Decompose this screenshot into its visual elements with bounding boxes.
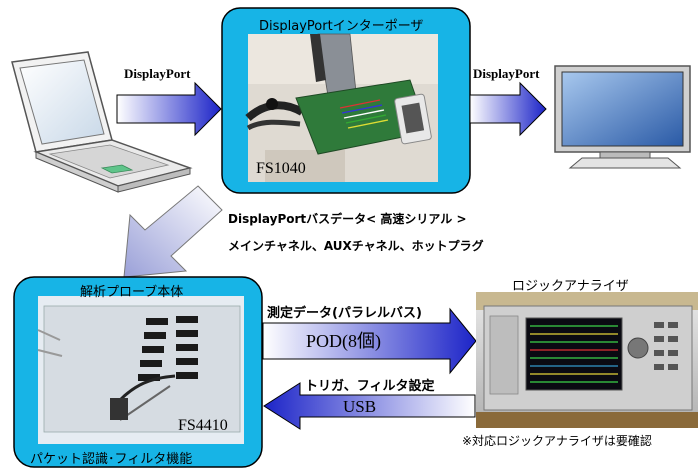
interposer-photo: [245, 33, 438, 182]
arrow-interposer-to-monitor: [469, 81, 547, 137]
analyzer-note: ※対応ロジックアナライザは要確認: [462, 434, 652, 448]
link-label-laptop: DisplayPort: [124, 66, 191, 81]
arrow-laptop-to-interposer: [116, 81, 222, 137]
probe-caption: パケット認識･フィルタ機能: [30, 452, 193, 467]
measure-arrow-inner: POD(8個): [306, 331, 381, 351]
laptop-illustration: [11, 51, 193, 193]
trigger-arrow-inner: USB: [343, 397, 377, 416]
interposer-model: FS1040: [256, 160, 306, 177]
bus-line-1: DisplayPortバスデータ< 高速シリアル >: [228, 212, 467, 226]
monitor-illustration: [554, 65, 691, 169]
link-label-monitor: DisplayPort: [473, 66, 540, 81]
arrow-interposer-to-probe: [123, 185, 223, 278]
trigger-arrow-label: トリガ、フィルタ設定: [305, 379, 435, 394]
interposer-title: DisplayPortインターポーザ: [259, 19, 424, 34]
probe-model: FS4410: [178, 417, 228, 434]
arrow-probe-to-analyzer: [262, 307, 477, 375]
measure-arrow-label: 測定データ(パラレルバス): [267, 306, 422, 321]
analyzer-photo: [476, 292, 698, 428]
probe-photo: [37, 296, 244, 444]
bus-line-2: メインチャネル、AUXチャネル、ホットプラグ: [228, 239, 484, 253]
arrow-analyzer-to-probe: [263, 382, 476, 430]
analyzer-title: ロジックアナライザ: [512, 279, 629, 294]
probe-title: 解析プローブ本体: [80, 285, 184, 300]
